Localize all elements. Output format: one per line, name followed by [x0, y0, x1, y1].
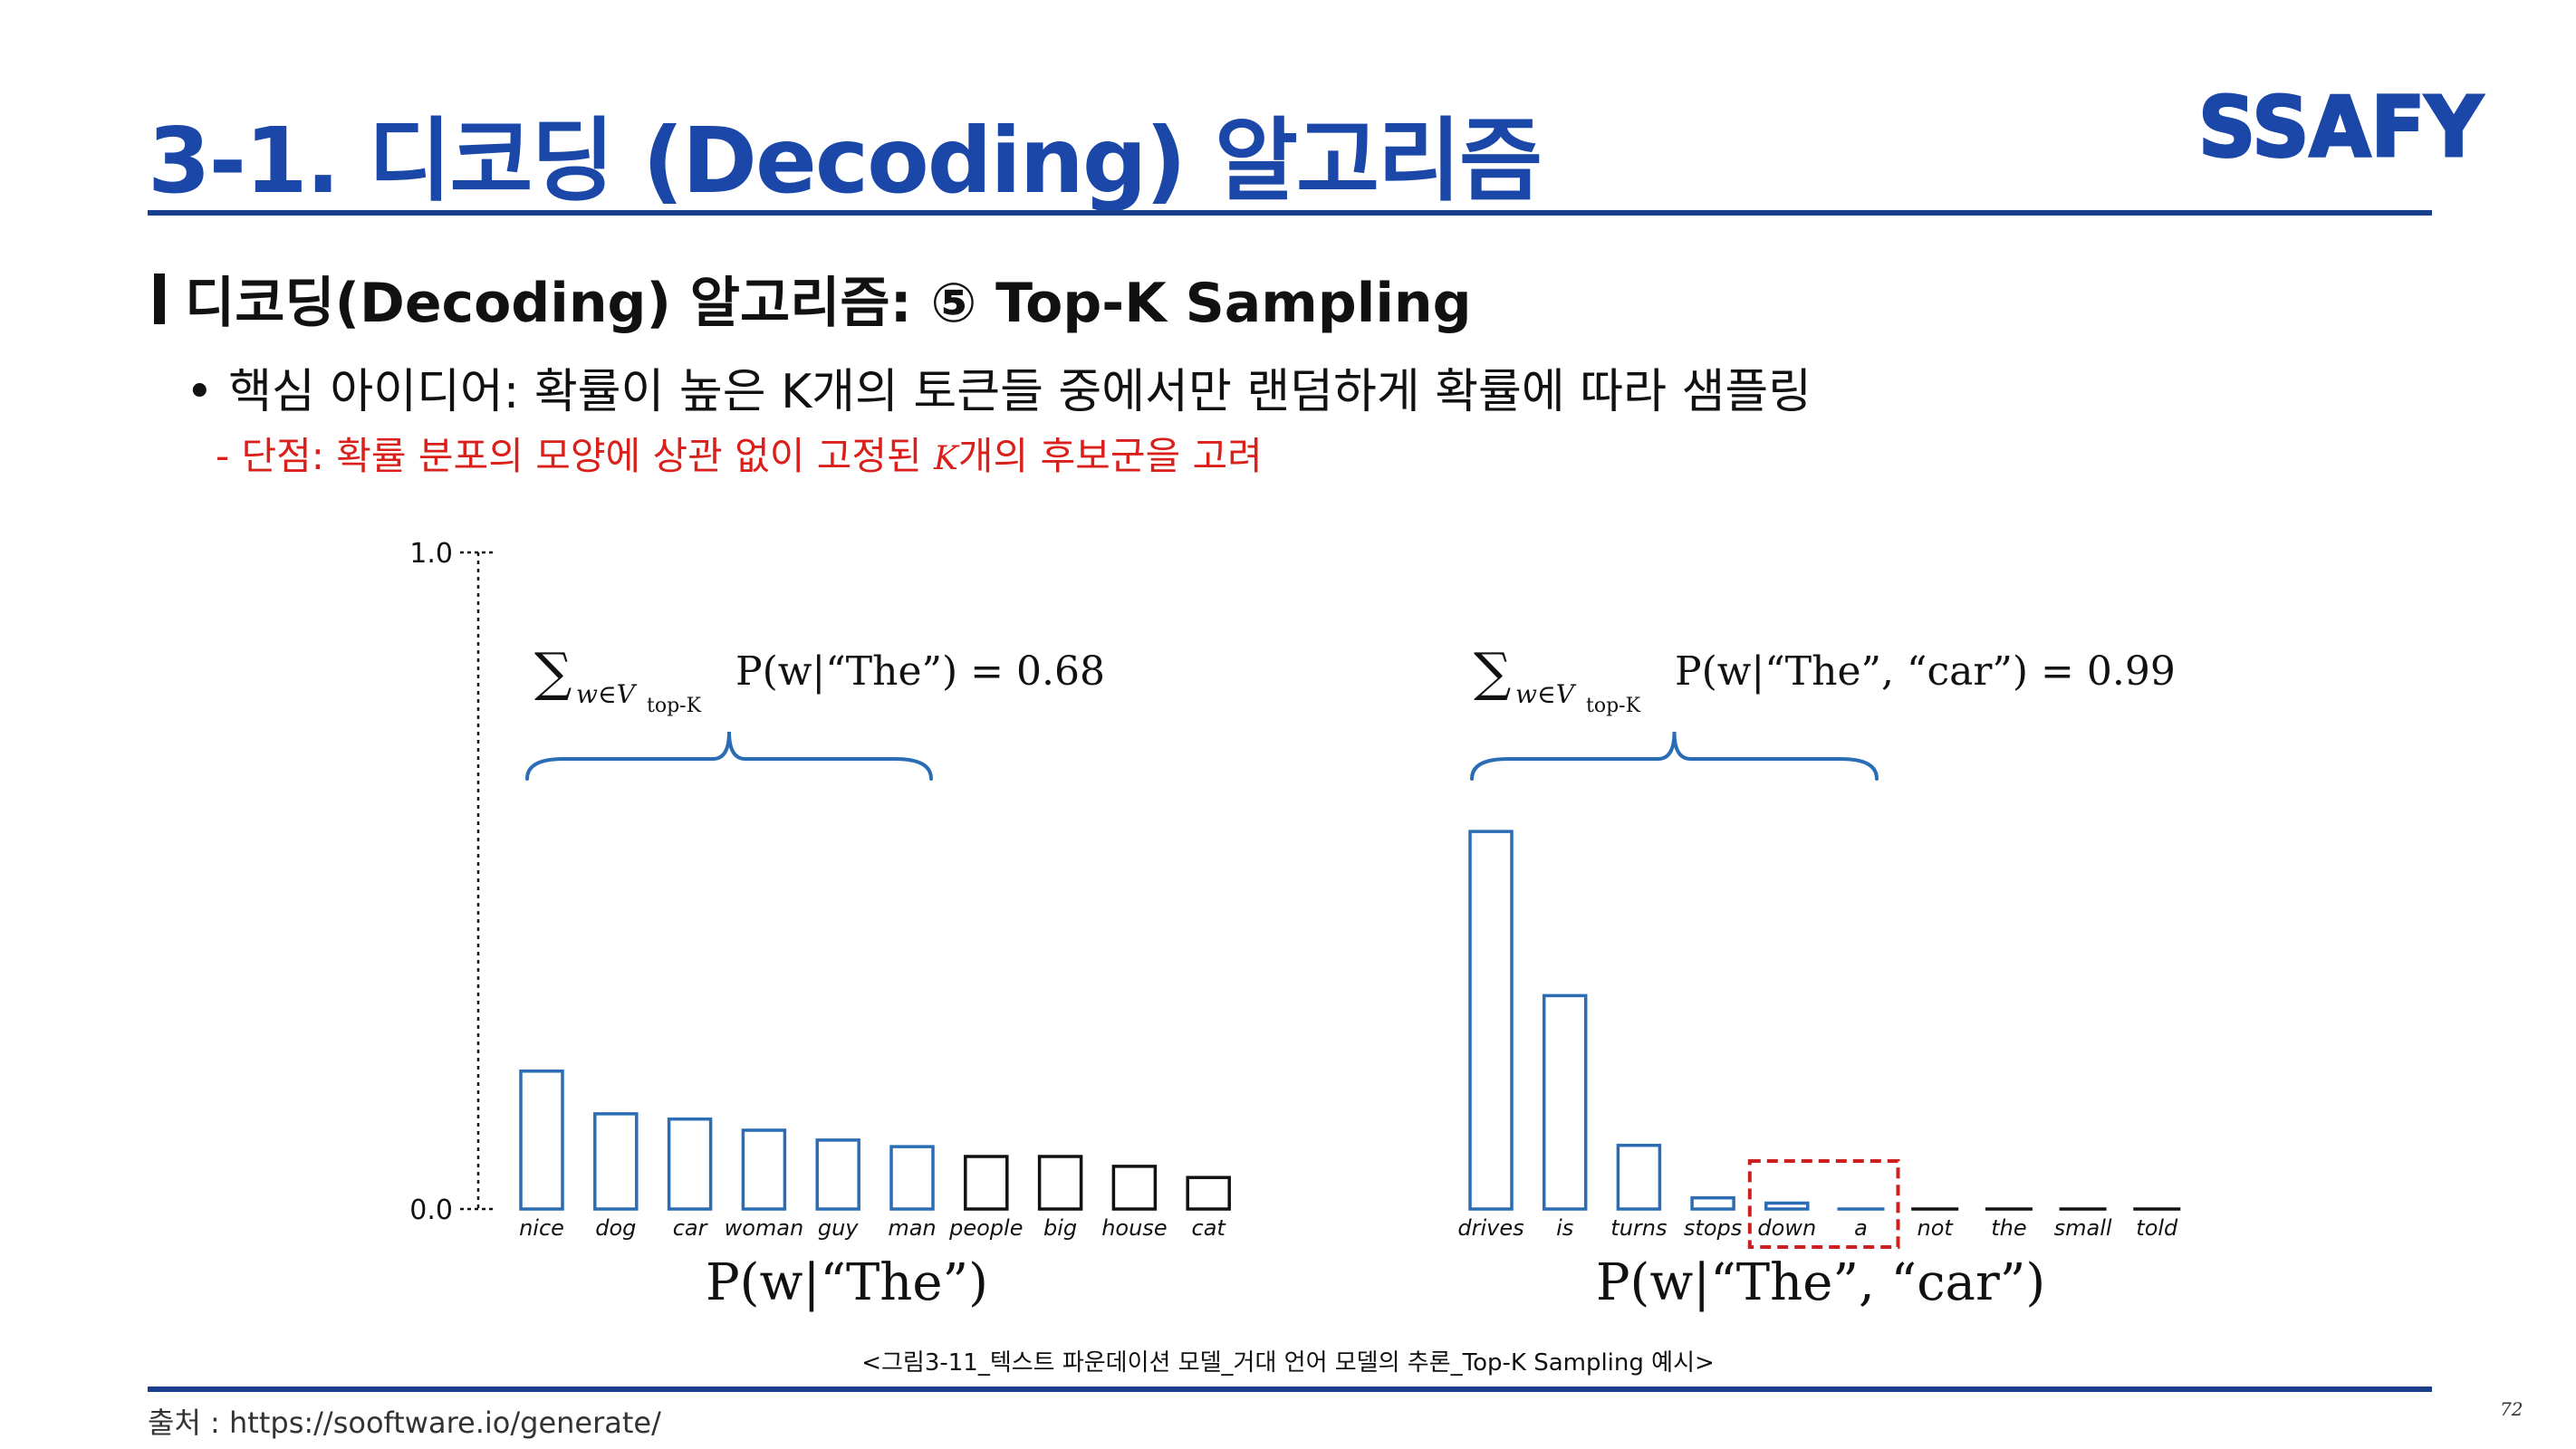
- footer-divider: [148, 1387, 2432, 1392]
- sub-bullet-suffix: 개의 후보군을 고려: [957, 434, 1263, 478]
- bar-category-label: told: [2136, 1215, 2178, 1241]
- y-tick-label: 0.0: [409, 1195, 453, 1226]
- bar: [1616, 1143, 1662, 1211]
- sum-subscript: w∈V: [1515, 679, 1577, 709]
- sum-symbol: ∑: [534, 641, 572, 703]
- bar-category-label: drives: [1457, 1215, 1523, 1241]
- bar: [1542, 993, 1588, 1211]
- bar-category-label: car: [673, 1215, 709, 1241]
- bar-category-label: man: [888, 1215, 936, 1241]
- bar-category-label: the: [1991, 1215, 2026, 1241]
- ssafy-logo: SSAFY: [2197, 80, 2485, 170]
- bar: [1037, 1155, 1083, 1211]
- bar-category-label: people: [948, 1215, 1023, 1241]
- bar: [593, 1112, 639, 1211]
- top-k-highlight-box: [1747, 1159, 1900, 1249]
- bullet-key-idea: • 핵심 아이디어: 확률이 높은 K개의 토큰들 중에서만 랜덤하게 확률에 …: [186, 365, 1812, 419]
- bar-category-label: dog: [595, 1215, 636, 1241]
- top-k-brace: [1470, 731, 1879, 781]
- bar-category-label: down: [1757, 1215, 1816, 1241]
- bar: [1468, 830, 1514, 1211]
- bar-category-label: big: [1043, 1215, 1077, 1241]
- bar-category-label: stops: [1684, 1215, 1742, 1241]
- distribution-label: P(w|“The”, “car”): [1596, 1253, 2045, 1312]
- bar: [889, 1145, 935, 1211]
- bar: [519, 1070, 564, 1211]
- sum-subsubscript: top-K: [647, 695, 702, 717]
- source-citation: 출처 : https://sooftware.io/generate/: [148, 1406, 661, 1440]
- sum-symbol: ∑: [1474, 641, 1511, 703]
- bar: [1111, 1165, 1158, 1211]
- bar: [741, 1128, 787, 1211]
- bar-category-label: small: [2054, 1215, 2112, 1241]
- sub-bullet-prefix: - 단점: 확률 분포의 모양에 상관 없이 고정된: [216, 434, 934, 478]
- bar: [1186, 1176, 1231, 1211]
- sub-bullet-k: K: [934, 440, 958, 477]
- bar-category-label: woman: [725, 1215, 804, 1241]
- bar-category-label: cat: [1192, 1215, 1227, 1241]
- y-tick-label: 1.0: [409, 538, 453, 570]
- bar: [1690, 1195, 1735, 1211]
- heading-bar: [154, 273, 165, 324]
- bar-category-label: not: [1918, 1215, 1955, 1241]
- page-number: 72: [2500, 1398, 2523, 1420]
- sum-expression: P(w|“The”, “car”) = 0.99: [1675, 648, 2176, 695]
- figure-caption: <그림3-11_텍스트 파운데이션 모델_거대 언어 모델의 추론_Top-K …: [861, 1349, 1715, 1377]
- top-k-brace: [525, 731, 933, 781]
- bar: [667, 1117, 713, 1211]
- sum-expression: P(w|“The”) = 0.68: [735, 648, 1105, 695]
- bar: [815, 1138, 860, 1211]
- bar-category-label: is: [1556, 1215, 1573, 1241]
- sum-subsubscript: top-K: [1586, 695, 1641, 717]
- sub-bullet-drawback: - 단점: 확률 분포의 모양에 상관 없이 고정된 K개의 후보군을 고려: [216, 426, 1263, 481]
- sum-subscript: w∈V: [576, 679, 638, 709]
- bar: [964, 1155, 1009, 1211]
- bar-category-label: a: [1854, 1215, 1868, 1241]
- bar-category-label: nice: [519, 1215, 564, 1241]
- distribution-label: P(w|“The”): [706, 1253, 988, 1312]
- bar: [1764, 1201, 1810, 1211]
- section-heading: 디코딩(Decoding) 알고리즘: ⑤ Top-K Sampling: [154, 259, 1472, 338]
- title-divider: [148, 210, 2432, 216]
- bar-category-label: house: [1101, 1215, 1167, 1241]
- page-title: 3-1. 디코딩 (Decoding) 알고리즘: [148, 108, 1543, 214]
- section-heading-text: 디코딩(Decoding) 알고리즘: ⑤ Top-K Sampling: [185, 272, 1472, 335]
- bar-category-label: guy: [818, 1215, 859, 1241]
- logo-text: SSAFY: [2198, 80, 2484, 170]
- bar-category-label: turns: [1610, 1215, 1667, 1241]
